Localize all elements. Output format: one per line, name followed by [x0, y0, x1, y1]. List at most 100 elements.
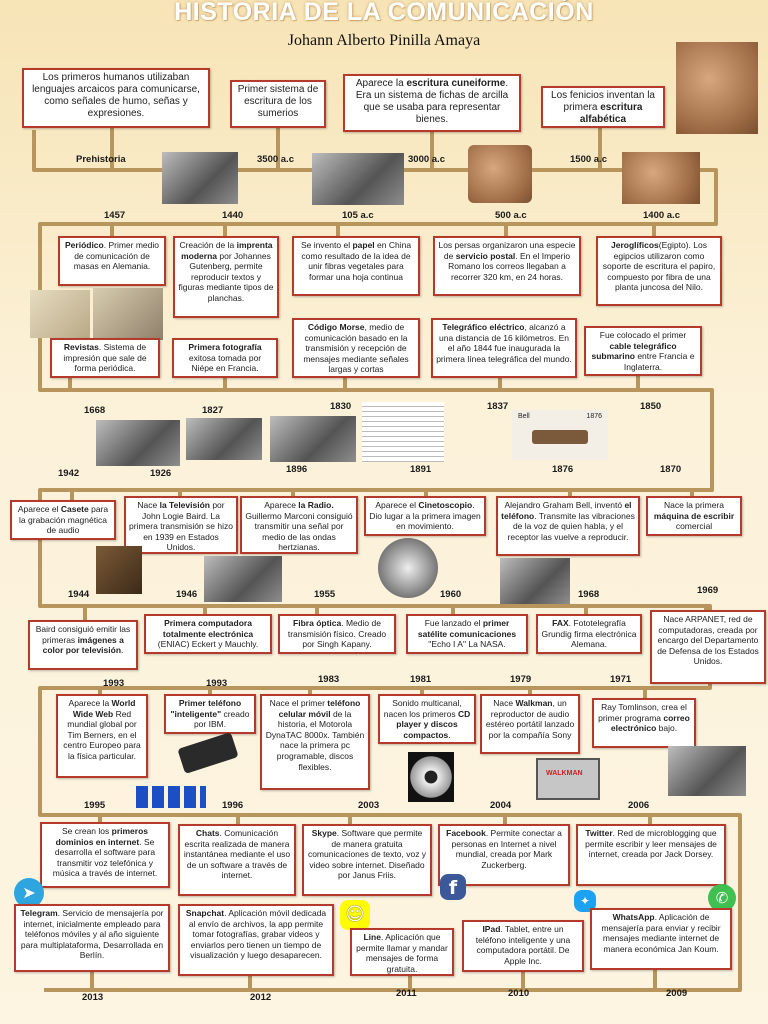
- event-title: Twitter: [585, 828, 613, 838]
- telephone-shape: [532, 430, 588, 444]
- year-1837: 1837: [487, 401, 509, 412]
- event-arpanet: Nace ARPANET, red de computadoras, cread…: [650, 610, 766, 684]
- event-title: Snapchat: [185, 908, 225, 918]
- event-snapchat: Snapchat. Aplicación móvil dedicada al e…: [178, 904, 334, 976]
- event-text: Primer sistema de escritura de los sumer…: [237, 84, 319, 119]
- event-title: servicio postal: [455, 250, 516, 261]
- event-www: Aparece la World Wide Web Red mundial gl…: [56, 694, 148, 778]
- year-105ac: 105 a.c: [342, 210, 374, 221]
- event-text: . Primer medio de comunicación de masas …: [73, 240, 159, 272]
- event-text: Nace: [137, 500, 160, 510]
- event-text: . Era un sistema de fichas de arcilla qu…: [355, 78, 509, 125]
- event-title: Revistas: [63, 342, 99, 352]
- event-title: Telegram: [20, 908, 58, 918]
- year-prehistoria: Prehistoria: [76, 154, 126, 165]
- event-text: por Johannes Gutenberg, permite reproduc…: [178, 250, 274, 303]
- event-text: . Comunicación escrita realizada de mane…: [183, 828, 291, 881]
- event-text: Aparece la: [68, 698, 112, 708]
- event-title: teléfono celular móvil: [278, 698, 361, 719]
- year-1946: 1946: [176, 589, 198, 600]
- event-walkman: Nace Walkman, un reproductor de audio es…: [480, 694, 580, 754]
- event-fax: FAX. Fototelegrafía Grundig firma electr…: [536, 614, 642, 654]
- year-2010: 2010: [508, 988, 530, 999]
- event-title: Line: [363, 932, 381, 942]
- old-television-photo: [96, 546, 142, 594]
- event-text: "Echo I A" La NASA.: [428, 639, 506, 650]
- year-1968: 1968: [578, 589, 600, 600]
- event-fibra: Fibra óptica. Medio de transmisión físic…: [278, 614, 396, 654]
- event-title: Código Morse: [307, 322, 365, 332]
- year-1457: 1457: [104, 210, 126, 221]
- event-title: Primera computadora totalmente electróni…: [162, 618, 254, 639]
- event-cd: Sonido multicanal, nacen los primeros CD…: [378, 694, 476, 744]
- printing-press-photo: [162, 152, 238, 204]
- event-fotografia: Primera fotografía exitosa tomada por Ni…: [172, 338, 278, 378]
- event-periodico: Periódico. Primer medio de comunicación …: [58, 236, 166, 286]
- event-title: Jeroglíficos: [611, 240, 659, 250]
- year-1830: 1830: [330, 401, 352, 412]
- event-text: exitosa tomada por Niépe en Francia.: [188, 352, 262, 374]
- event-title: imágenes a color por televisión: [42, 634, 124, 656]
- event-text: Nace ARPANET, red de computadoras, cread…: [657, 614, 759, 667]
- event-jeroglificos: Jeroglíficos(Egipto). Los egipcios utili…: [596, 236, 722, 306]
- event-eniac: Primera computadora totalmente electróni…: [144, 614, 272, 654]
- event-text: Aparece el: [375, 500, 419, 510]
- event-title: Fibra óptica: [293, 618, 342, 628]
- cuneiform-tablet-photo: [676, 42, 758, 134]
- old-magazine-photo: [93, 288, 163, 340]
- year-3000ac: 3000 a.c: [408, 154, 445, 165]
- event-title: CD player y discos compactos: [396, 708, 471, 740]
- author-name: Johann Alberto Pinilla Amaya: [287, 32, 481, 49]
- event-text: . En el Imperio Romano los correos llega…: [448, 250, 571, 282]
- eniac-photo: [204, 556, 282, 602]
- event-color-tv: Baird consiguió emitir las primeras imág…: [28, 620, 138, 670]
- event-text: , alcanzó a una distancia de 16 kilómetr…: [436, 322, 572, 364]
- event-title: el teléfono: [501, 500, 632, 521]
- event-text: Se crean los: [62, 826, 112, 836]
- year-2011: 2011: [396, 988, 417, 999]
- compact-disc-photo: [408, 752, 454, 802]
- event-text: Sonido multicanal, nacen los primeros: [383, 698, 462, 719]
- event-title: World Wide Web: [72, 698, 136, 719]
- event-text: Fue colocado el primer: [599, 330, 687, 340]
- year-1891: 1891: [410, 464, 432, 475]
- event-text: Ray Tomlinson, crea el primer programa: [598, 702, 687, 723]
- event-text: Red mundial global por Tim Berners, en e…: [63, 708, 141, 761]
- event-dominios: Se crean los primeros dominios en intern…: [40, 822, 170, 888]
- year-1926: 1926: [150, 468, 172, 479]
- year-2009: 2009: [666, 988, 688, 999]
- event-text: creado por IBM.: [193, 708, 250, 730]
- bell-label: Bell: [518, 413, 530, 420]
- morse-operator-photo: [270, 416, 356, 462]
- year-500ac: 500 a.c: [495, 210, 527, 221]
- clay-tablet-photo: [468, 145, 532, 203]
- event-text: .: [448, 729, 451, 740]
- event-text: . Aplicación de mensajería para enviar y…: [601, 912, 721, 954]
- year-1827: 1827: [202, 405, 224, 416]
- year-3500ac: 3500 a.c: [257, 154, 294, 165]
- event-ipad: IPad. Tablet, entre un teléfono intelige…: [462, 920, 584, 972]
- phoenician-script-photo: [622, 152, 700, 204]
- event-text: Nace: [493, 698, 516, 708]
- year-2003: 2003: [358, 800, 380, 811]
- event-text: . Servicio de mensajería por internet, i…: [20, 908, 164, 961]
- event-text: Guillermo Marconi consiguió transmitir u…: [245, 510, 353, 553]
- event-title: Skype: [311, 828, 337, 838]
- event-telegrafo: Telegráfico eléctrico, alcanzó a una dis…: [431, 318, 577, 378]
- event-chats: Chats. Comunicación escrita realizada de…: [178, 824, 296, 896]
- event-cinetoscopio: Aparece el Cinetoscopio. Dio lugar a la …: [364, 496, 486, 536]
- event-text: Se invento el: [300, 240, 353, 250]
- event-title: Periódico: [65, 240, 104, 250]
- year-1996: 1996: [222, 800, 244, 811]
- year-1983: 1983: [318, 674, 340, 685]
- event-text: Aparece el: [17, 504, 61, 514]
- twitter-icon: ✦: [574, 890, 596, 912]
- event-text: . Se desarrolla el software para transmi…: [52, 836, 158, 879]
- event-text: (ENIAC) Eckert y Mauchly.: [157, 639, 259, 650]
- event-title: primeros dominios en internet: [55, 826, 148, 847]
- event-title: Primer teléfono "inteligente": [170, 698, 242, 719]
- year-1942: 1942: [58, 468, 80, 479]
- event-telegram: Telegram. Servicio de mensajería por int…: [14, 904, 170, 972]
